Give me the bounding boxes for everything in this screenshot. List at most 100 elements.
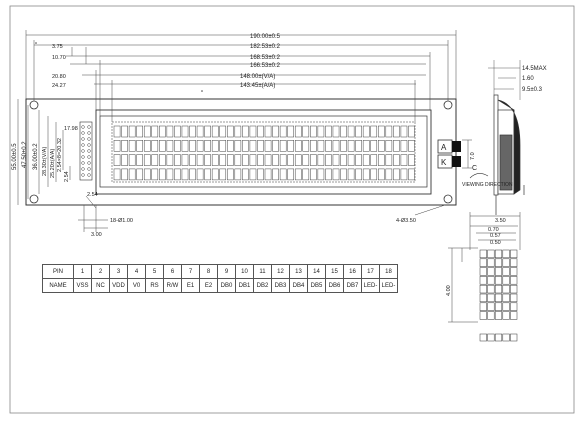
- dim-height-overall: 55.00±0.5: [12, 143, 18, 170]
- character-cell: [121, 140, 128, 152]
- pin-name: VDD: [109, 278, 128, 293]
- character-cell: [385, 125, 393, 138]
- character-cell: [234, 154, 242, 166]
- dim-pin-hole: 18-Ø1.00: [110, 218, 133, 224]
- side-view: [488, 60, 525, 215]
- character-cell: [181, 154, 189, 166]
- character-dot: [494, 284, 503, 294]
- character-cell: [378, 140, 385, 152]
- pin-number: 6: [163, 264, 182, 279]
- character-cell: [370, 168, 378, 181]
- pin-name: DB0: [217, 278, 236, 293]
- character-cell: [279, 125, 287, 138]
- character-cell: [370, 125, 378, 138]
- viewing-direction-label: VIEWING DIRECTION: [462, 182, 513, 188]
- character-cell: [362, 154, 370, 166]
- character-dot: [479, 258, 487, 267]
- dim-top-small: 17.98: [64, 126, 78, 132]
- character-cell: [227, 154, 234, 166]
- character-cell: [317, 125, 325, 138]
- character-dot: [479, 311, 487, 320]
- character-cell: [294, 168, 302, 181]
- character-dot: [510, 276, 518, 285]
- dim-char-height: 4.00: [446, 285, 452, 296]
- character-cell: [257, 168, 264, 181]
- character-cell: [196, 168, 204, 181]
- pin-number: 9: [217, 264, 236, 279]
- active-area-outline: [111, 121, 416, 183]
- mounting-hole: [29, 194, 39, 204]
- character-cell: [249, 168, 257, 181]
- character-dot: [494, 293, 503, 303]
- character-cell: [408, 125, 415, 138]
- character-cell: [196, 125, 204, 138]
- pin-name: NC: [91, 278, 110, 293]
- character-cell: [181, 125, 189, 138]
- character-cell: [227, 168, 234, 181]
- character-cell: [332, 125, 340, 138]
- character-cell: [347, 140, 355, 152]
- pin-hole: [81, 131, 85, 135]
- side-bezel-curve: [497, 99, 521, 195]
- character-cell: [189, 125, 196, 138]
- name-header-cell: NAME: [42, 278, 74, 293]
- character-cell: [174, 140, 181, 152]
- dim-pin-pitch: 2.54: [87, 192, 98, 198]
- character-cell: [242, 154, 249, 166]
- character-cell: [400, 140, 408, 152]
- character-cell: [174, 154, 181, 166]
- dim-char-width: 3.50: [495, 218, 506, 224]
- pin-hole: [87, 155, 91, 159]
- pin-number: 17: [361, 264, 380, 279]
- pin-hole: [87, 125, 91, 129]
- character-dot: [502, 258, 510, 267]
- character-cell: [355, 168, 362, 181]
- character-cell: [325, 125, 332, 138]
- character-cell: [310, 125, 317, 138]
- character-cell: [166, 154, 174, 166]
- mounting-hole: [443, 194, 453, 204]
- character-cell: [272, 140, 279, 152]
- dim-left-offset-2: 10.70: [52, 55, 66, 61]
- character-dot: [510, 311, 518, 320]
- pin-number: 11: [253, 264, 272, 279]
- character-cell: [121, 125, 128, 138]
- character-cell: [151, 168, 159, 181]
- pin-name: R/W: [163, 278, 182, 293]
- character-cell: [204, 125, 211, 138]
- character-cell: [189, 168, 196, 181]
- character-dot: [510, 267, 518, 276]
- pin-hole: [87, 131, 91, 135]
- viewing-arrow-icon: [469, 173, 489, 179]
- dim-mounting-holes: 4-Ø3.50: [396, 218, 416, 224]
- character-dot: [502, 284, 510, 294]
- character-cell: [355, 125, 362, 138]
- character-cell: [332, 168, 340, 181]
- character-cell: [340, 125, 347, 138]
- character-cell: [287, 168, 294, 181]
- front-view: [25, 98, 457, 206]
- character-cell: [113, 154, 121, 166]
- character-cell: [136, 140, 143, 152]
- character-cell: [272, 168, 279, 181]
- pin-number: 12: [271, 264, 290, 279]
- character-cell: [325, 140, 332, 152]
- character-dot: [510, 284, 518, 294]
- character-cell: [257, 140, 264, 152]
- character-cell: [121, 168, 128, 181]
- pin-hole: [81, 155, 85, 159]
- character-cell: [302, 168, 310, 181]
- character-cell: [370, 140, 378, 152]
- pin-hole: [87, 161, 91, 165]
- character-cell: [143, 140, 151, 152]
- viewing-mark: C: [472, 165, 477, 172]
- character-dot: [479, 276, 487, 285]
- character-cell: [378, 125, 385, 138]
- character-cell: [287, 140, 294, 152]
- character-detail: 3.50 0.70 0.57 0.50 4.00: [446, 212, 521, 342]
- character-dot: [479, 249, 487, 259]
- character-cell: [317, 154, 325, 166]
- character-cell: [151, 140, 159, 152]
- character-cell: [264, 125, 272, 138]
- character-cell: [128, 140, 136, 152]
